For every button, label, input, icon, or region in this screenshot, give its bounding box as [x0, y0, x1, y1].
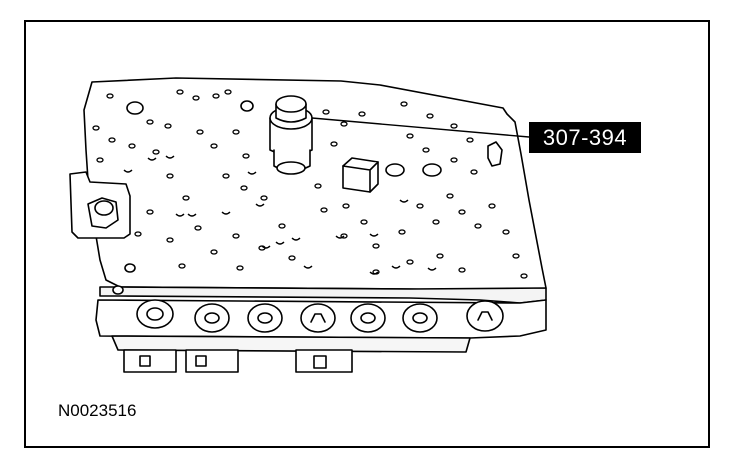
tool-callout-label: 307-394 [529, 122, 641, 153]
tool-cylinder [269, 95, 313, 175]
plate-notch [487, 141, 503, 167]
solenoid-sockets [136, 299, 504, 333]
bolt-heads [112, 100, 442, 295]
plate-slots [123, 155, 437, 275]
figure-id-label: N0023516 [58, 401, 137, 420]
connector-2 [185, 349, 239, 373]
plate-holes [92, 89, 528, 279]
bottom-edge [111, 335, 471, 353]
callout-leader [311, 117, 530, 138]
